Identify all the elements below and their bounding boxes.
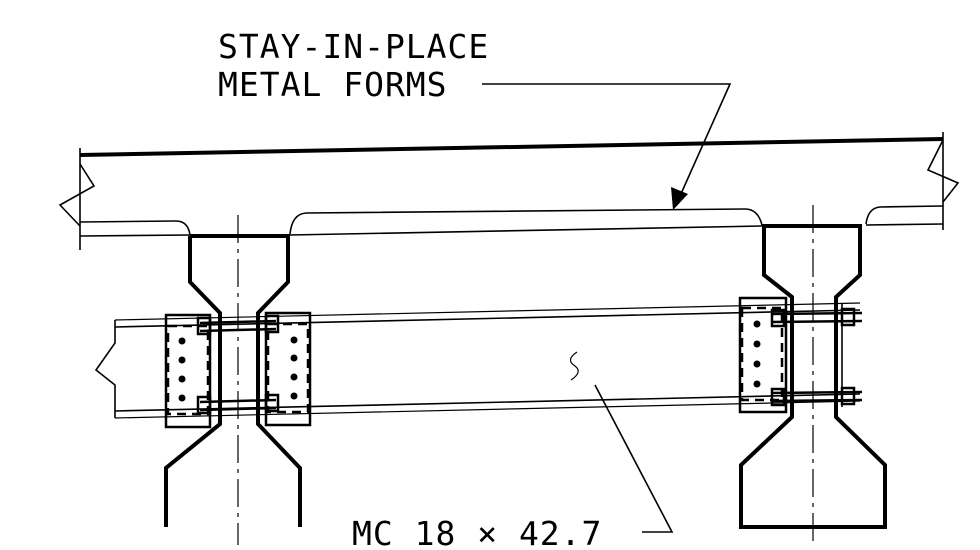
connection-plate-right <box>738 296 788 414</box>
bolt-group-left-a <box>166 324 210 416</box>
bolt-dot <box>753 320 761 328</box>
haunch-left-curve <box>175 220 191 236</box>
deck-soffit-left-lower <box>79 234 191 237</box>
callout-forms-line2: METAL FORMS <box>218 65 448 104</box>
bolt-head-left-2 <box>264 314 280 334</box>
bolt-dot <box>753 340 761 348</box>
callout-forms-line1: STAY-IN-PLACE <box>218 27 489 66</box>
channel-bottom-flange-outer <box>114 400 861 419</box>
connection-plate-left-b <box>264 311 312 427</box>
deck-top-surface <box>79 137 944 157</box>
bolt-dot <box>290 354 298 362</box>
tie-rod-right-bot-2 <box>771 398 863 403</box>
bolt-head-right-1 <box>770 308 786 328</box>
form-panel <box>289 208 763 235</box>
channel-break-left <box>94 320 116 418</box>
tie-rod-left-bot-1 <box>199 398 277 404</box>
connection-right <box>738 296 863 414</box>
bolt-head-right-2 <box>840 307 856 327</box>
stay-in-place-form <box>289 205 944 236</box>
channel-top-flange-outer <box>114 302 861 321</box>
tie-rod-right-top-1 <box>771 311 863 316</box>
bolt-group-right <box>740 306 784 402</box>
form-bottom-line <box>289 225 763 236</box>
form-right-panel <box>865 205 944 225</box>
girder-right <box>739 205 887 545</box>
callout-channel-size: MC 18 × 42.7 <box>352 514 602 550</box>
bolt-dot <box>178 375 186 383</box>
bolt-dot <box>290 392 298 400</box>
bolt-dot <box>753 360 761 368</box>
bolt-head-right-4 <box>840 386 856 406</box>
connection-plate-left-a <box>164 313 212 429</box>
channel-leader-line <box>594 384 674 533</box>
girder-left-outline <box>164 234 302 527</box>
forms-leader-arrowhead <box>671 187 688 210</box>
channel-top-flange-inner <box>114 309 861 328</box>
tie-rod-left-top-1 <box>199 319 277 325</box>
bolt-head-right-3 <box>770 387 786 407</box>
channel-break-mark <box>569 351 579 381</box>
form-right-bottom <box>865 223 944 226</box>
bolt-dot <box>178 337 186 345</box>
bolt-dot <box>290 336 298 344</box>
bolt-dot <box>178 394 186 402</box>
bolt-group-left-b <box>266 322 310 414</box>
tie-rod-right-top-2 <box>771 319 863 324</box>
deck-soffit-left <box>79 220 177 223</box>
bolt-head-left-4 <box>264 393 280 413</box>
tie-rod-left-bot-2 <box>199 406 277 412</box>
bolt-dot <box>178 356 186 364</box>
bolt-head-left-3 <box>196 395 212 415</box>
leaders <box>482 83 732 533</box>
tie-rod-right-bot-1 <box>771 390 863 395</box>
bolt-head-left-1 <box>196 316 212 336</box>
tie-rod-left-top-2 <box>199 327 277 333</box>
deck-break-left <box>58 163 96 227</box>
forms-leader-line <box>482 83 732 206</box>
girder-right-outline <box>739 224 887 529</box>
deck-break-right <box>926 139 960 203</box>
bolt-dot <box>753 380 761 388</box>
girder-left <box>164 215 302 545</box>
connection-left <box>164 311 312 429</box>
bolt-dot <box>290 373 298 381</box>
deck-slab <box>58 132 960 250</box>
